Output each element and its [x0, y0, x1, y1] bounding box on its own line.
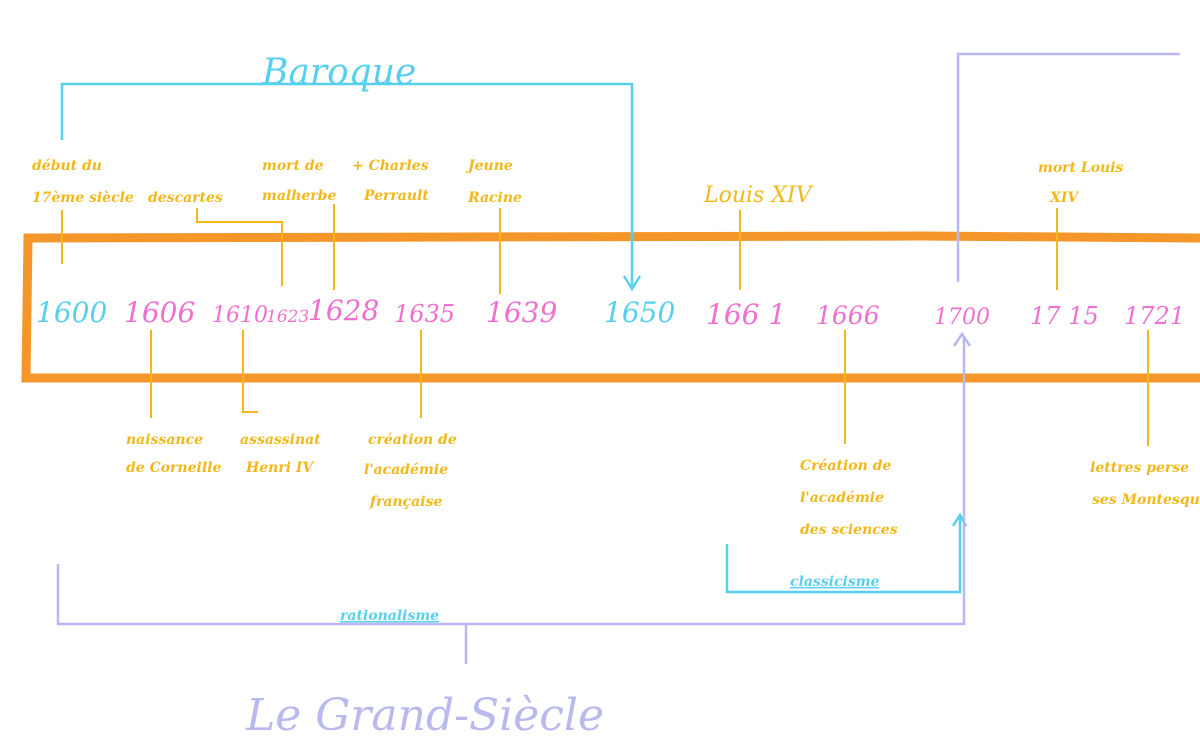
- year-1606: 1606: [124, 296, 195, 329]
- year-1623: 1623: [266, 307, 309, 327]
- bottom-connectors: [150, 330, 1149, 446]
- year-1600: 1600: [36, 296, 107, 329]
- event-louis-xiv: Louis XIV: [703, 183, 814, 208]
- top-connectors: [61, 204, 1058, 294]
- event-academie-francaise-l2: l'académie: [364, 462, 448, 478]
- event-naissance-corneille-l1: naissance: [126, 432, 203, 448]
- year-1650: 1650: [604, 296, 675, 329]
- year-1635: 1635: [394, 300, 455, 328]
- period-baroque: Baroque: [261, 52, 416, 93]
- event-naissance-corneille-l2: de Corneille: [126, 460, 221, 476]
- event-academie-sciences-l3: des sciences: [800, 522, 898, 538]
- year-axis: 1600 1606 1610 1623 1628 1635 1639 1650 …: [36, 294, 1185, 331]
- period-classicisme: classicisme: [790, 574, 880, 590]
- event-lettres-persanes-l1: lettres perse: [1090, 460, 1189, 476]
- rationalisme-bracket: [56, 331, 972, 664]
- year-1610: 1610: [212, 303, 268, 328]
- event-academie-sciences-l2: l'académie: [800, 490, 884, 506]
- event-mort-malherbe-l1: mort de: [262, 158, 324, 174]
- event-mort-louis-xiv-l1: mort Louis: [1038, 160, 1124, 176]
- timeline-frame: [21, 231, 1200, 383]
- event-academie-francaise-l3: française: [369, 494, 442, 510]
- event-descartes: descartes: [148, 190, 223, 206]
- period-rationalisme: rationalisme: [340, 608, 439, 624]
- event-debut-siecle-l1: début du: [32, 158, 102, 174]
- right-bracket: [956, 52, 1180, 282]
- event-academie-francaise-l1: création de: [368, 432, 457, 448]
- year-1639: 1639: [486, 296, 557, 329]
- year-1700: 1700: [934, 305, 990, 330]
- event-perrault-l1: + Charles: [352, 158, 429, 174]
- event-racine-l2: Racine: [467, 190, 522, 206]
- year-1661: 166 1: [706, 298, 786, 331]
- event-lettres-persanes-l2: ses Montesquie: [1092, 492, 1200, 508]
- event-assassinat-henri-l2: Henri IV: [245, 460, 315, 476]
- year-1715: 17 15: [1030, 302, 1099, 330]
- year-1666: 1666: [816, 301, 880, 330]
- event-mort-louis-xiv-l2: XIV: [1049, 190, 1080, 206]
- event-assassinat-henri-l1: assassinat: [240, 432, 321, 448]
- baroque-bracket: [60, 82, 642, 292]
- year-1628: 1628: [308, 294, 379, 327]
- event-racine-l1: Jeune: [465, 158, 513, 174]
- event-mort-malherbe-l2: malherbe: [262, 188, 336, 204]
- event-debut-siecle-l2: 17ème siècle: [32, 190, 134, 206]
- event-academie-sciences-l1: Création de: [800, 458, 891, 474]
- year-1721: 1721: [1124, 302, 1185, 330]
- period-grand-siecle: Le Grand-Siècle: [245, 690, 604, 741]
- event-perrault-l2: Perrault: [363, 188, 429, 204]
